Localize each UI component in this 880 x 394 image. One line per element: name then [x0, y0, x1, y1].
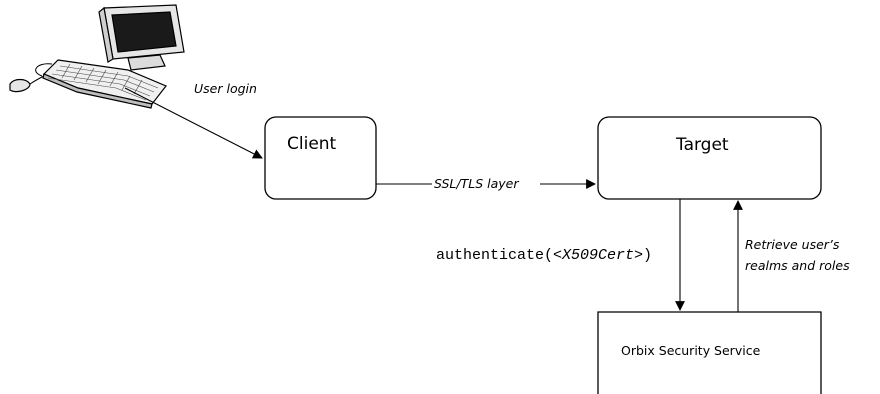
authenticate-call-label: authenticate(<X509Cert>) — [436, 248, 652, 263]
target-box — [597, 116, 822, 200]
authenticate-arg: <X509Cert> — [553, 247, 644, 264]
retrieve-label-line1: Retrieve user’s — [745, 237, 840, 252]
retrieve-label-line2: realms and roles — [745, 258, 850, 273]
user-login-arrow — [124, 87, 263, 159]
authenticate-prefix: authenticate( — [436, 247, 554, 264]
security-service-box — [597, 311, 822, 394]
computer-icon — [9, 4, 185, 109]
client-box — [264, 116, 377, 200]
security-service-label: Orbix Security Service — [621, 343, 761, 358]
authenticate-suffix: ) — [643, 247, 653, 264]
user-login-label: User login — [194, 81, 257, 96]
client-label: Client — [287, 134, 337, 154]
ssl-tls-label: SSL/TLS layer — [434, 176, 519, 191]
target-label: Target — [676, 135, 729, 155]
